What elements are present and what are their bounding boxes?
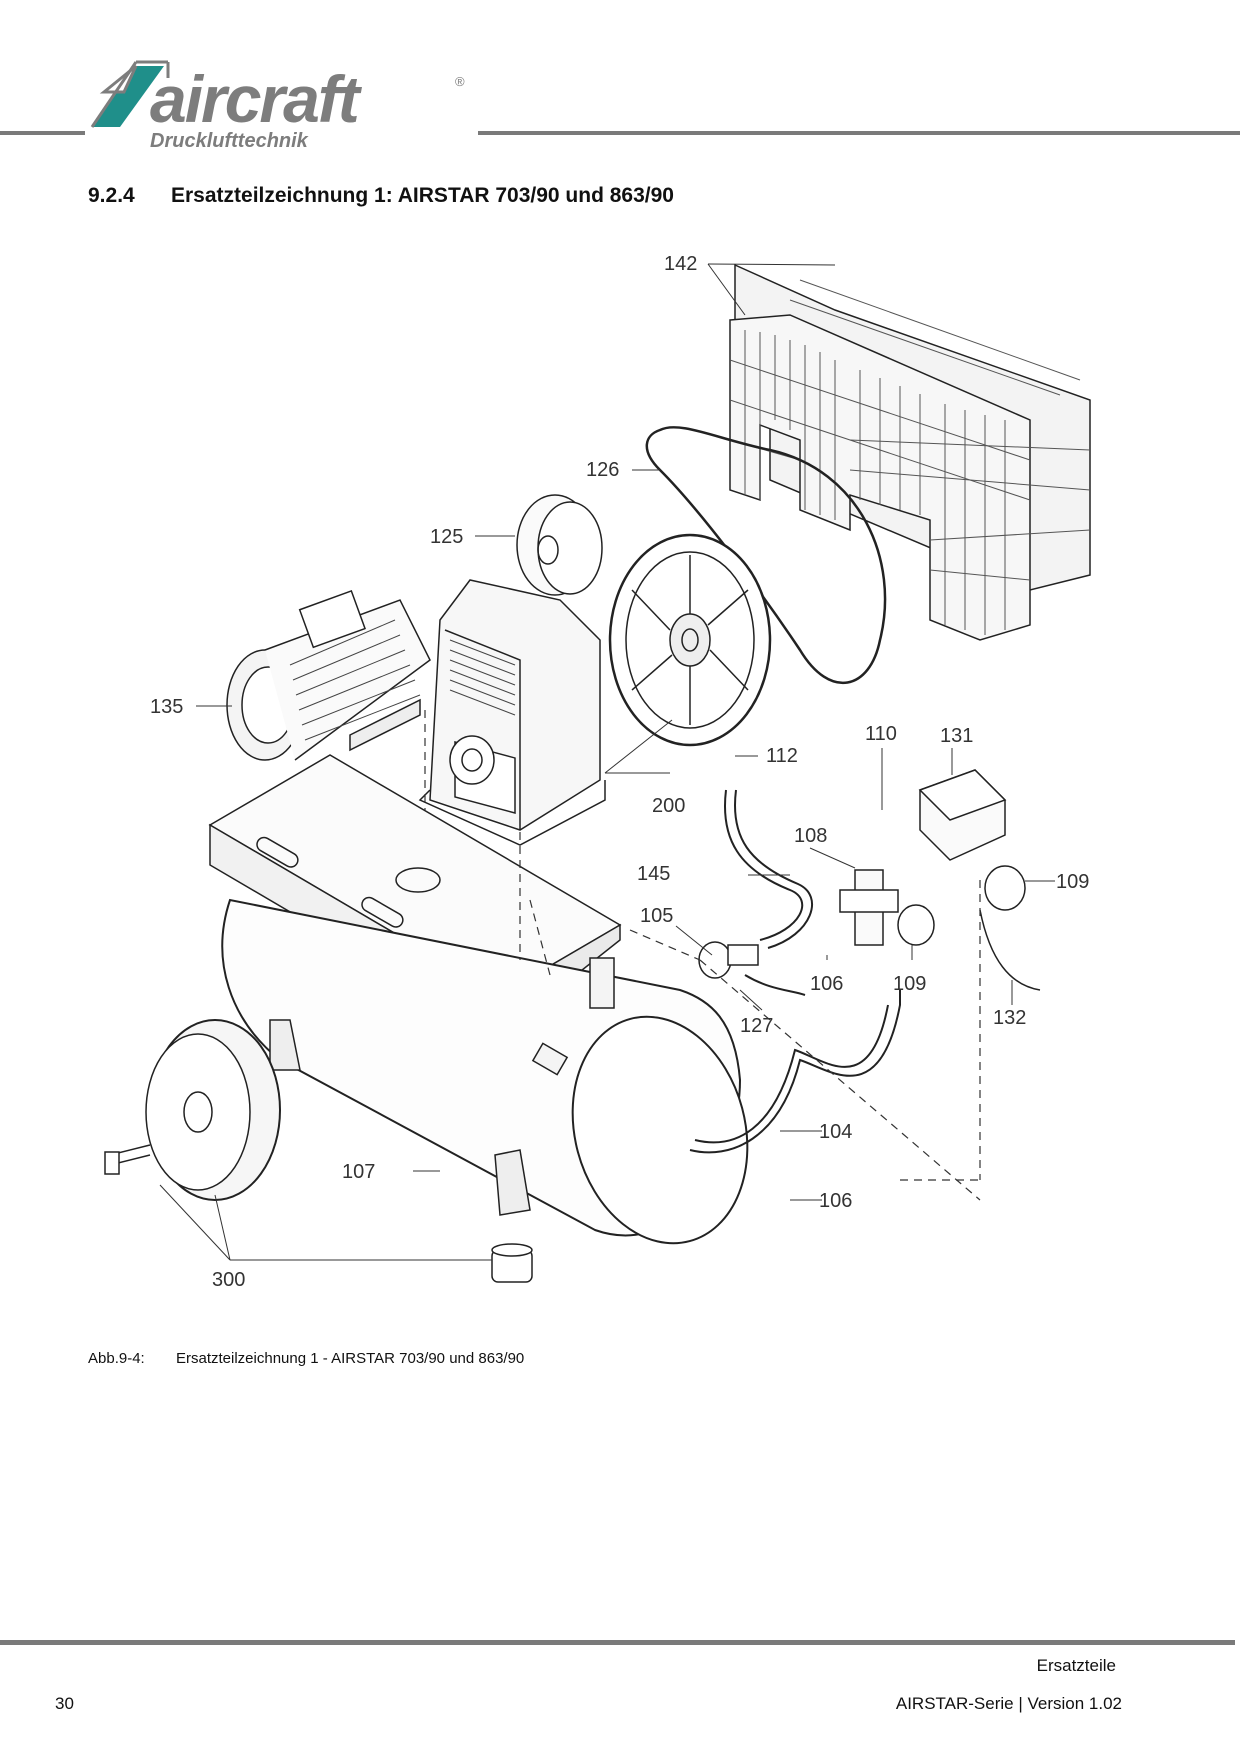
- part-label: 145: [637, 863, 671, 885]
- pressure-gauge: [897, 865, 1026, 946]
- footer-document-version: AIRSTAR-Serie | Version 1.02: [895, 1694, 1122, 1713]
- footer-page-number: 30: [55, 1694, 74, 1713]
- section-title: Ersatzteilzeichnung 1: AIRSTAR 703/90 un…: [171, 184, 674, 207]
- header-rule-right: [478, 131, 1240, 135]
- part-label: 112: [766, 745, 798, 767]
- drive-belt: [645, 426, 887, 685]
- part-label: 109: [1056, 871, 1090, 893]
- brand-subtitle: Drucklufttechnik: [150, 130, 308, 152]
- part-label: 126: [586, 459, 620, 481]
- nonreturn-valve: [698, 941, 759, 979]
- leader-lines: [159, 263, 1055, 1261]
- part-label: 106: [810, 973, 844, 995]
- part-label: 135: [150, 696, 184, 718]
- part-label: 106: [819, 1190, 853, 1212]
- pressure-switch: [918, 769, 1007, 861]
- unloader-pipe: [979, 909, 1041, 991]
- filter-regulator: [839, 869, 899, 946]
- figure-caption-text: Ersatzteilzeichnung 1 - AIRSTAR 703/90 u…: [176, 1350, 525, 1367]
- pressure-pipe: [689, 990, 901, 1154]
- part-label: 142: [664, 253, 698, 275]
- part-label: 105: [640, 905, 674, 927]
- part-label: 125: [430, 526, 464, 548]
- delivery-line: [724, 789, 814, 949]
- part-label: 132: [993, 1007, 1027, 1029]
- part-label: 127: [740, 1015, 774, 1037]
- part-label: 200: [652, 795, 686, 817]
- brand-logo-wordmark: aircraft: [150, 62, 360, 136]
- compressor-pump: [418, 579, 606, 846]
- wheel: [104, 1019, 281, 1201]
- motor-pulley: [516, 494, 603, 596]
- footer-section-name: Ersatzteile: [1036, 1656, 1116, 1675]
- part-label: 131: [940, 725, 974, 747]
- footer-rule: [0, 1640, 1235, 1645]
- part-label: 300: [212, 1269, 246, 1291]
- registered-mark: ®: [455, 74, 465, 89]
- belt-guard: [729, 263, 1091, 641]
- air-tank: [221, 898, 749, 1245]
- assembly-lines: [424, 710, 981, 1201]
- figure-caption-label: Abb.9-4:: [88, 1350, 145, 1367]
- part-label: 110: [865, 723, 897, 745]
- part-label: 107: [342, 1161, 376, 1183]
- relief-line: [744, 974, 806, 996]
- part-label: 104: [819, 1121, 853, 1143]
- rubber-foot: [491, 1243, 533, 1283]
- part-label: 108: [794, 825, 828, 847]
- section-number: 9.2.4: [88, 184, 135, 207]
- electric-motor: [226, 589, 431, 761]
- flywheel: [608, 533, 772, 747]
- part-label: 109: [893, 973, 927, 995]
- header-rule-left: [0, 131, 85, 135]
